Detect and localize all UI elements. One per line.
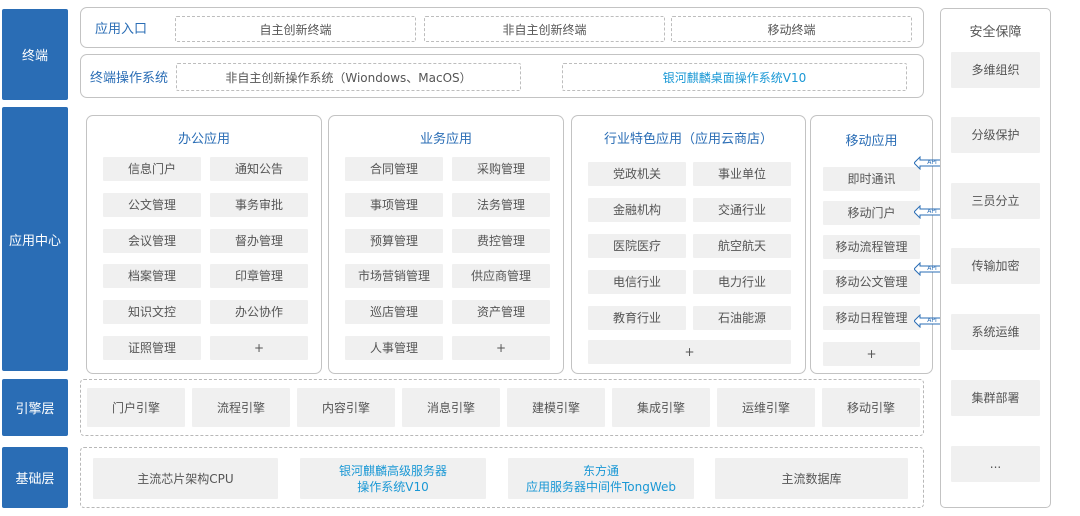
security-item: 传输加密 [951,248,1040,284]
industry-app-item: 航空航天 [693,234,791,258]
terminal-entry-panel: 应用入口 自主创新终端 非自主创新终端 移动终端 [80,7,924,48]
terminal-os-panel: 终端操作系统 非自主创新操作系统（Wiondows、MacOS） 银河麒麟桌面操… [80,54,924,98]
mobile-app-item: 即时通讯 [823,167,920,191]
terminal-os-title: 终端操作系统 [90,70,169,86]
mobile-apps-title: 移动应用 [845,133,898,149]
terminal-entry-item: 非自主创新终端 [424,16,665,42]
base-server-os-line1: 银河麒麟高级服务器 [338,463,447,478]
terminal-entry-title: 应用入口 [95,22,148,37]
industry-app-item: 教育行业 [588,306,686,330]
engine-item: 运维引擎 [717,388,815,427]
office-apps-panel: 办公应用 信息门户 通知公告 公文管理 事务审批 会议管理 督办管理 档案管理 … [86,115,322,374]
engine-item: 内容引擎 [297,388,395,427]
business-apps-title: 业务应用 [419,131,472,147]
security-item: 集群部署 [951,380,1040,416]
office-app-item: 事务审批 [210,193,308,217]
base-middleware-line2: 应用服务器中间件TongWeb [525,479,677,494]
industry-app-item: 医院医疗 [588,234,686,258]
base-server-os: 银河麒麟高级服务器 操作系统V10 [300,458,486,499]
office-app-item: 知识文控 [103,300,201,324]
engine-item: 移动引擎 [822,388,920,427]
base-layer-panel: 主流芯片架构CPU 银河麒麟高级服务器 操作系统V10 东方通 应用服务器中间件… [80,447,924,508]
mobile-app-item: 移动日程管理 [823,306,920,330]
business-app-item: 市场营销管理 [345,264,443,288]
industry-app-item: 交通行业 [693,198,791,222]
mobile-apps-panel: 移动应用 即时通讯 移动门户 移动流程管理 移动公文管理 移动日程管理 + [810,115,933,374]
terminal-entry-item: 自主创新终端 [175,16,416,42]
api-label: API [927,317,937,324]
industry-apps-title: 行业特色应用（应用云商店） [603,131,773,147]
layer-base: 基础层 [2,447,68,508]
security-item-more: ... [951,446,1040,482]
base-cpu: 主流芯片架构CPU [93,458,278,499]
industry-app-item: 事业单位 [693,162,791,186]
business-app-item: 费控管理 [452,229,550,253]
base-middleware-line1: 东方通 [582,463,619,478]
office-app-item: 办公协作 [210,300,308,324]
security-panel: 安全保障 多维组织 分级保护 三员分立 传输加密 系统运维 集群部署 ... [940,8,1051,508]
security-item: 三员分立 [951,183,1040,219]
api-label: API [927,159,937,166]
office-app-add: + [210,336,308,360]
industry-app-add: + [588,340,791,364]
engine-item: 门户引擎 [87,388,185,427]
security-item: 分级保护 [951,117,1040,153]
office-app-item: 信息门户 [103,157,201,181]
base-database: 主流数据库 [715,458,908,499]
layer-engine: 引擎层 [2,379,68,436]
mobile-app-item: 移动流程管理 [823,235,920,259]
mobile-app-item: 移动门户 [823,201,920,225]
business-app-item: 合同管理 [345,157,443,181]
layer-terminal: 终端 [2,9,68,100]
security-item: 系统运维 [951,314,1040,350]
office-app-item: 证照管理 [103,336,201,360]
business-app-item: 人事管理 [345,336,443,360]
office-app-item: 督办管理 [210,229,308,253]
business-app-item: 供应商管理 [452,264,550,288]
business-app-item: 事项管理 [345,193,443,217]
industry-app-item: 电力行业 [693,270,791,294]
business-app-item: 采购管理 [452,157,550,181]
business-app-add: + [452,336,550,360]
industry-app-item: 电信行业 [588,270,686,294]
office-apps-title: 办公应用 [177,131,230,147]
layer-app-center: 应用中心 [2,107,68,371]
engine-item: 建模引擎 [507,388,605,427]
office-app-item: 印章管理 [210,264,308,288]
business-apps-panel: 业务应用 合同管理 采购管理 事项管理 法务管理 预算管理 费控管理 市场营销管… [328,115,564,374]
office-app-item: 档案管理 [103,264,201,288]
industry-app-item: 石油能源 [693,306,791,330]
industry-app-item: 党政机关 [588,162,686,186]
terminal-os-item: 非自主创新操作系统（Wiondows、MacOS） [176,63,521,91]
base-middleware: 东方通 应用服务器中间件TongWeb [508,458,694,499]
base-server-os-line2: 操作系统V10 [357,479,429,494]
mobile-app-item: 移动公文管理 [823,270,920,294]
business-app-item: 法务管理 [452,193,550,217]
api-label: API [927,208,937,215]
office-app-item: 通知公告 [210,157,308,181]
business-app-item: 预算管理 [345,229,443,253]
security-title: 安全保障 [969,25,1022,40]
mobile-app-add: + [823,342,920,366]
engine-item: 集成引擎 [612,388,710,427]
office-app-item: 会议管理 [103,229,201,253]
industry-app-item: 金融机构 [588,198,686,222]
engine-item: 消息引擎 [402,388,500,427]
industry-apps-panel: 行业特色应用（应用云商店） 党政机关 事业单位 金融机构 交通行业 医院医疗 航… [571,115,806,374]
engine-item: 流程引擎 [192,388,290,427]
business-app-item: 资产管理 [452,300,550,324]
terminal-os-item-kylin: 银河麒麟桌面操作系统V10 [562,63,907,91]
terminal-entry-item: 移动终端 [671,16,912,42]
engine-layer-panel: 门户引擎 流程引擎 内容引擎 消息引擎 建模引擎 集成引擎 运维引擎 移动引擎 [80,379,924,436]
business-app-item: 巡店管理 [345,300,443,324]
api-label: API [927,265,937,272]
security-item: 多维组织 [951,52,1040,88]
office-app-item: 公文管理 [103,193,201,217]
